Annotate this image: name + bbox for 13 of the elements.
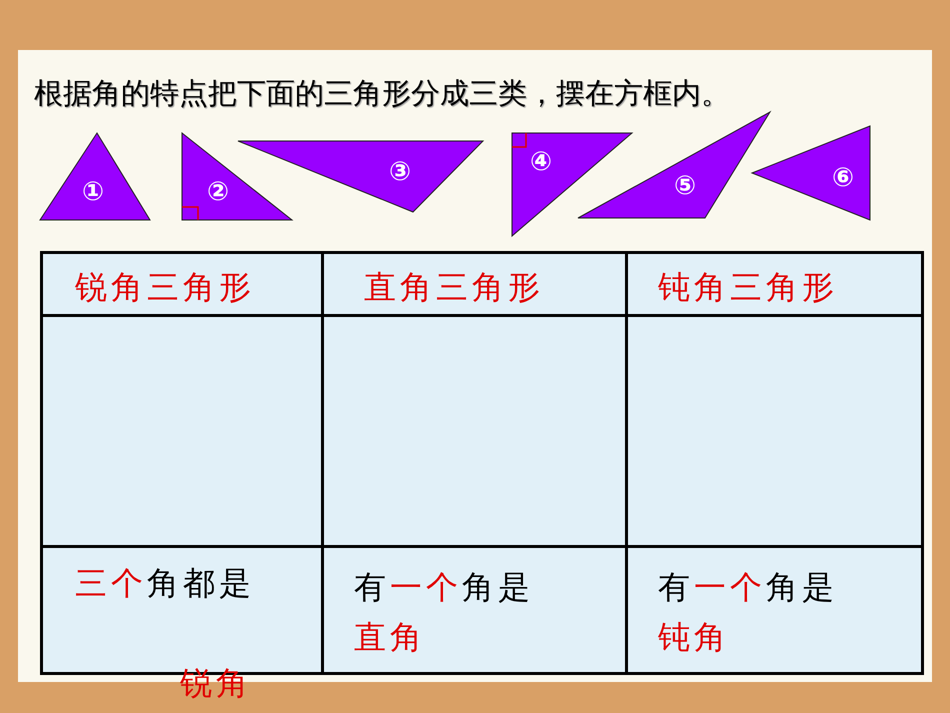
column-heading: 直角三角形 — [364, 267, 544, 308]
cell-text: 有一个角是直角 — [354, 567, 534, 658]
column-heading: 锐角三角形 — [75, 267, 255, 308]
cell-text: 三个角都是 — [75, 563, 255, 604]
triangle-number: ② — [207, 177, 229, 207]
instruction-text: 根据角的特点把下面的三角形分成三类，摆在方框内。 — [34, 75, 730, 112]
triangle-number: ⑥ — [832, 163, 854, 193]
triangle-number: ① — [82, 177, 104, 207]
column-heading: 钝角三角形 — [658, 267, 838, 308]
cell-text: 有一个角是钝角 — [658, 567, 838, 658]
triangle-number: ④ — [530, 147, 552, 177]
triangle-number: ③ — [389, 157, 411, 187]
triangle-number: ⑤ — [674, 171, 696, 201]
